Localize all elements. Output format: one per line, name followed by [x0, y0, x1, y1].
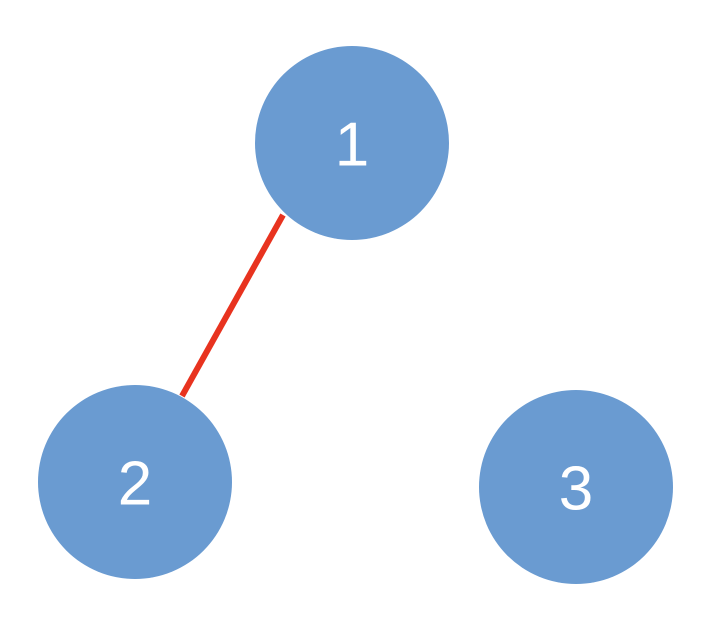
- graph-edge-1-2[interactable]: [179, 213, 286, 398]
- edge-layer: [179, 213, 286, 398]
- node-1-circle[interactable]: [255, 46, 449, 240]
- node-layer: 1 2 3: [38, 46, 673, 584]
- node-3-circle[interactable]: [479, 390, 673, 584]
- graph-node-2[interactable]: 2: [38, 385, 232, 579]
- graph-node-3[interactable]: 3: [479, 390, 673, 584]
- graph-node-1[interactable]: 1: [255, 46, 449, 240]
- node-2-circle[interactable]: [38, 385, 232, 579]
